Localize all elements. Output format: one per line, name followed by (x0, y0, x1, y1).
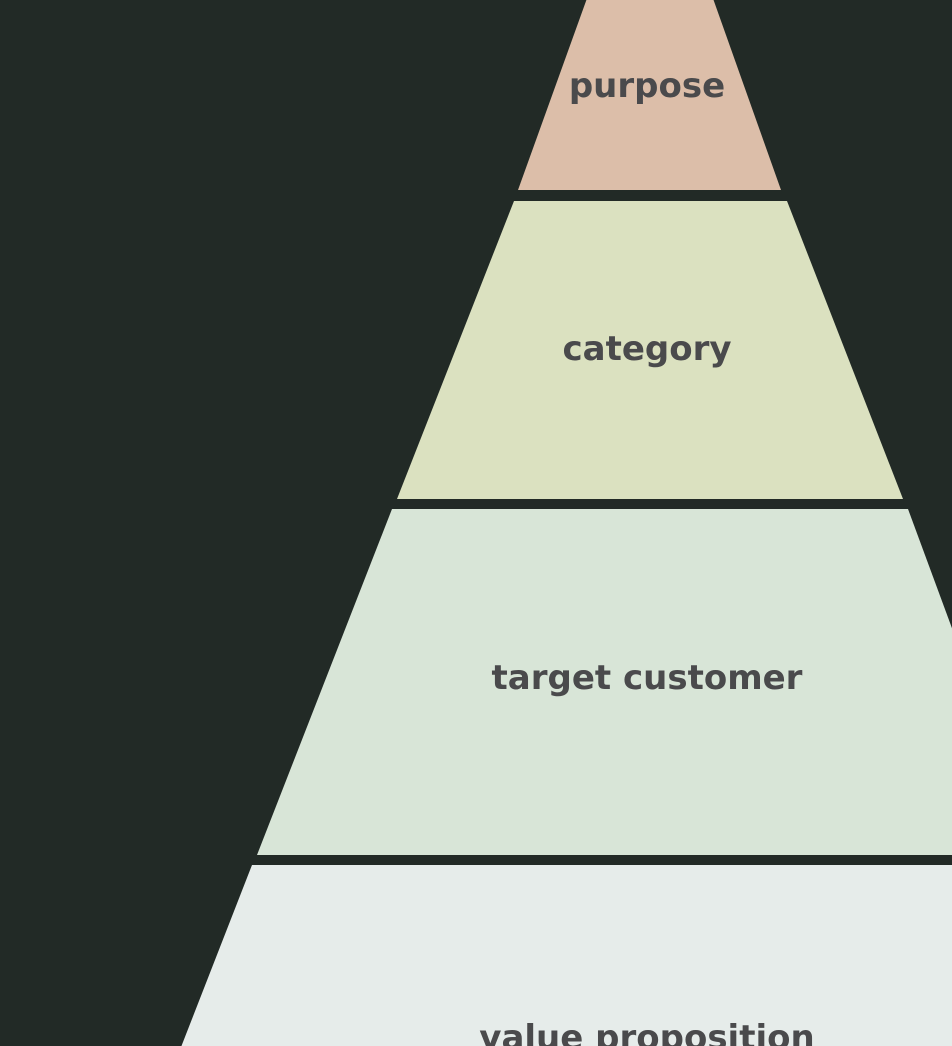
tier-purpose-shape (518, 0, 781, 190)
tier-target-customer-label: target customer (492, 658, 803, 698)
tier-purpose-label: purpose (569, 66, 725, 106)
tier-category-label: category (562, 329, 731, 369)
tier-target-customer-shape (257, 509, 952, 855)
tier-value-proposition-label: value proposition (479, 1018, 814, 1046)
tier-value-proposition-shape (181, 865, 952, 1046)
tier-category-shape (397, 201, 903, 499)
